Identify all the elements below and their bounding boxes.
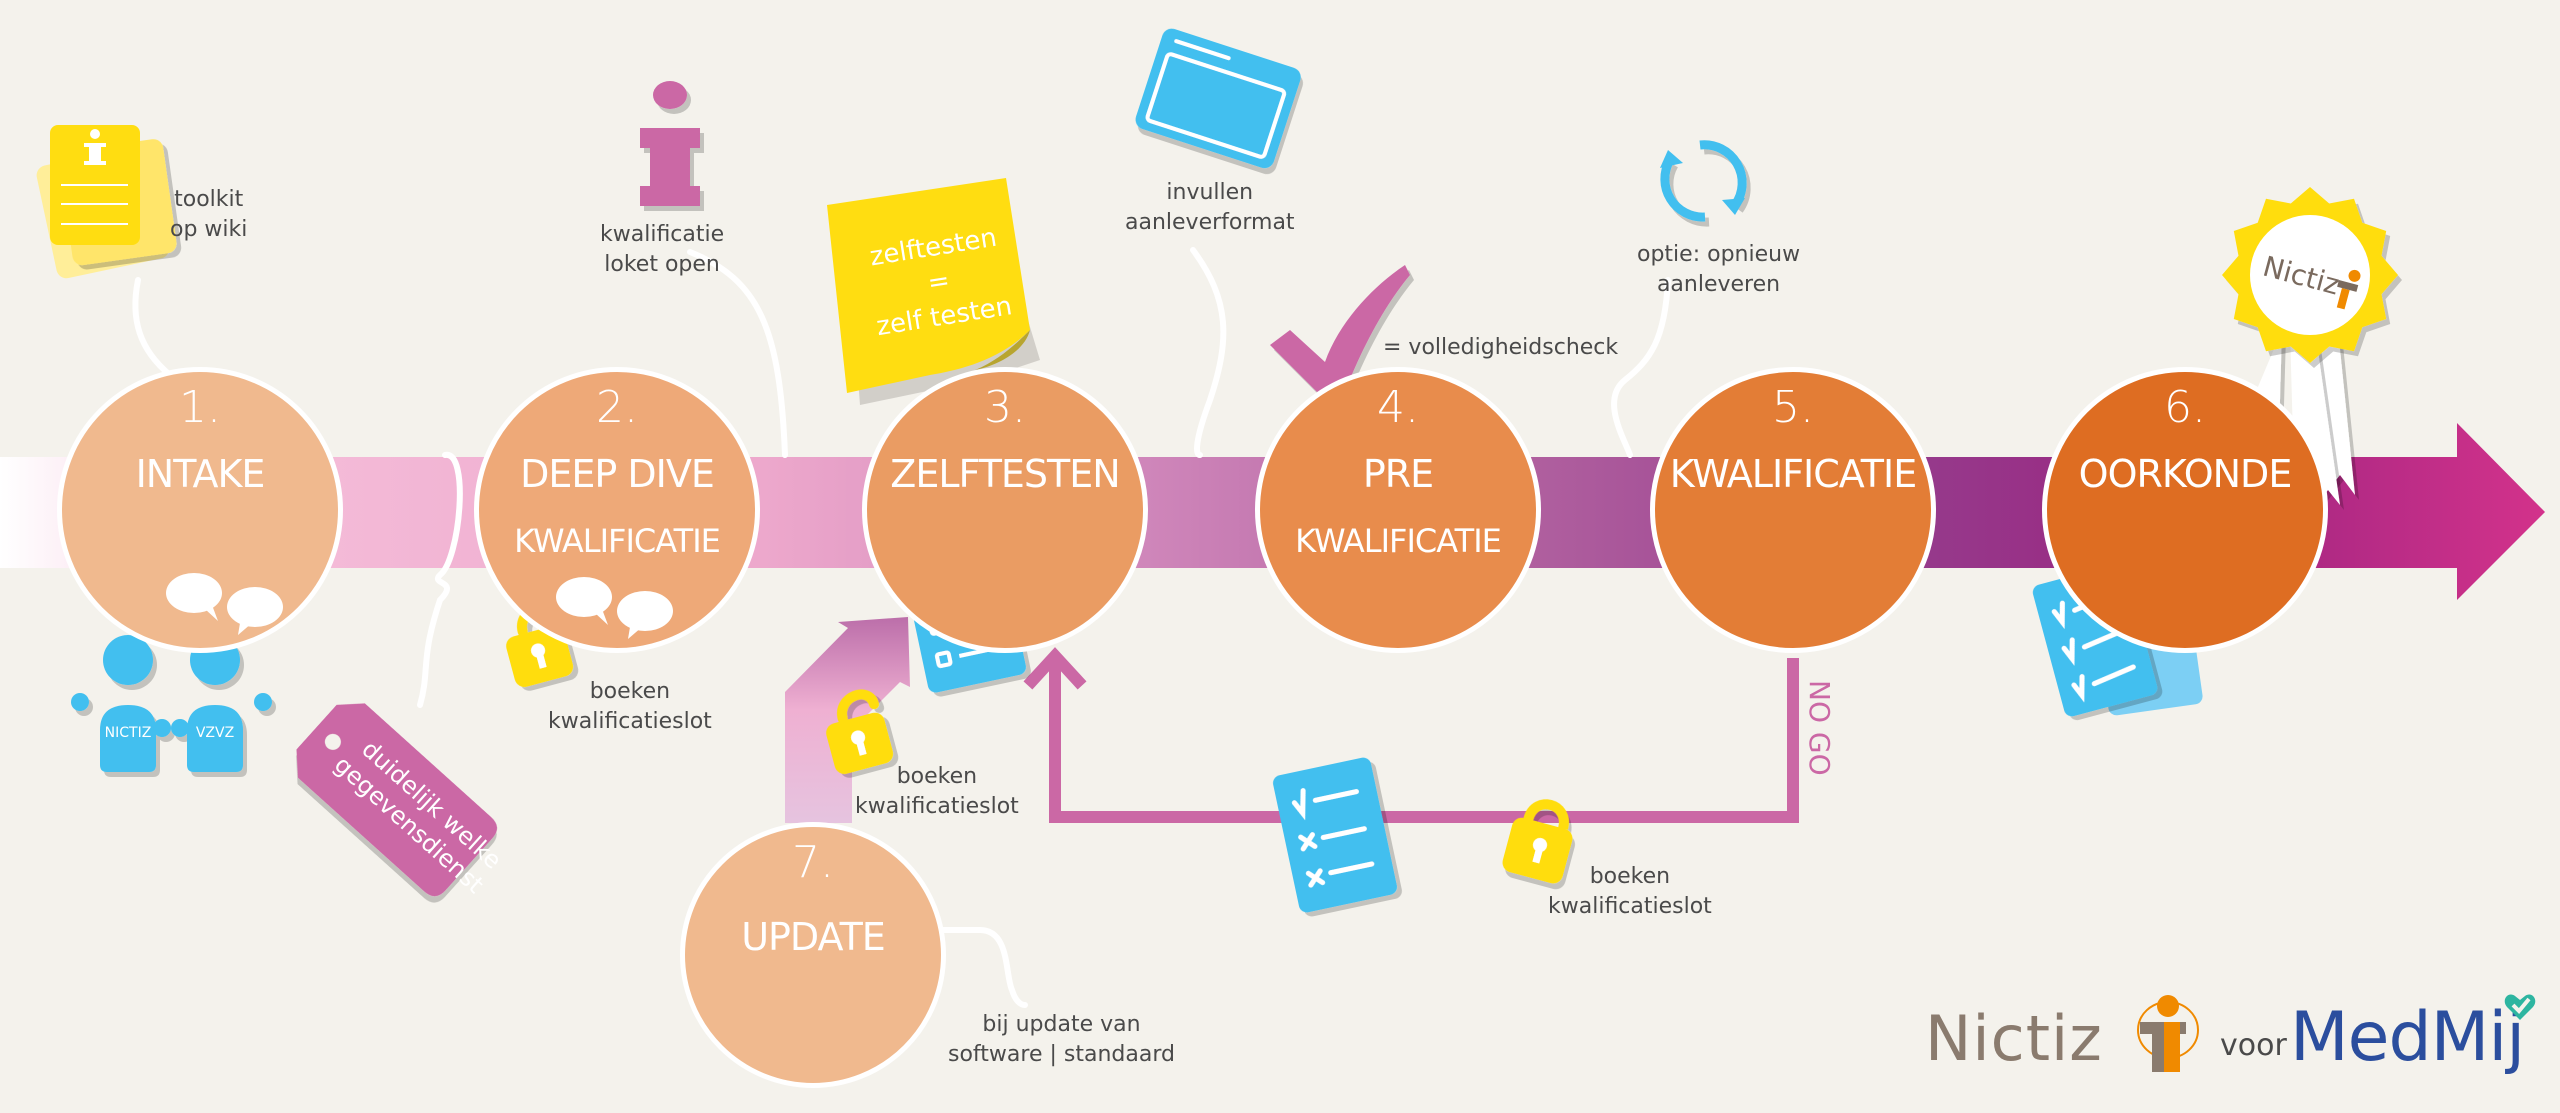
step-7-update: 7. UPDATE bbox=[680, 822, 946, 1088]
form-window-icon bbox=[1135, 28, 1301, 169]
label-line: aanleverformat bbox=[1125, 210, 1295, 235]
medmij-wordmark: MedMij bbox=[2290, 998, 2525, 1077]
step-1-intake: 1. INTAKE bbox=[57, 367, 343, 653]
chat-bubbles-icon bbox=[166, 573, 283, 635]
connector-lines bbox=[132, 247, 1671, 1008]
step-2-deep-dive: 2. DEEP DIVE KWALIFICATIE bbox=[474, 367, 760, 653]
label-line: kwalificatieslot bbox=[548, 709, 712, 734]
step-3-zelftesten: 3. ZELFTESTEN bbox=[862, 367, 1148, 653]
step-5-kwalificatie: 5. KWALIFICATIE bbox=[1650, 367, 1936, 653]
sticky-note bbox=[827, 178, 1040, 405]
step-number: 2. bbox=[596, 382, 638, 433]
footer-logo: Nictiz voor MedMij bbox=[1925, 990, 2545, 1090]
checklist-icon-loop bbox=[1273, 757, 1397, 913]
label-line: optie: opnieuw bbox=[1637, 242, 1801, 267]
nictiz-logo-icon bbox=[2137, 995, 2199, 1072]
label-line: kwalificatieslot bbox=[855, 794, 1019, 819]
label-line: boeken bbox=[1589, 864, 1671, 889]
label-line: bij update van bbox=[982, 1012, 1141, 1037]
sticky-text: = bbox=[926, 266, 952, 299]
info-icon bbox=[640, 81, 700, 206]
lock-icon-loop bbox=[1502, 799, 1573, 884]
person-label-nictiz: NICTIZ bbox=[104, 725, 152, 741]
chat-bubbles-icon bbox=[556, 577, 673, 639]
no-go-label: NO GO bbox=[1803, 680, 1836, 776]
toolkit-label: toolkit op wiki bbox=[170, 185, 247, 245]
label-line: kwalificatieslot bbox=[1548, 894, 1712, 919]
label-line: invullen bbox=[1166, 180, 1254, 205]
step-number: 7. bbox=[792, 837, 834, 888]
label-line: kwalificatie bbox=[600, 222, 725, 247]
label-line: op wiki bbox=[170, 217, 248, 242]
people-icon bbox=[71, 635, 272, 772]
boeken-label-step3: boeken kwalificatieslot bbox=[855, 762, 1019, 822]
label-line: aanleveren bbox=[1656, 272, 1781, 297]
toolkit-icon bbox=[36, 125, 177, 279]
nictiz-wordmark: Nictiz bbox=[1925, 1002, 2103, 1075]
step-4-pre-kwalificatie: 4. PRE KWALIFICATIE bbox=[1255, 367, 1541, 653]
step-title: UPDATE bbox=[741, 915, 886, 959]
step-subtitle: KWALIFICATIE bbox=[514, 522, 721, 560]
step-title: INTAKE bbox=[135, 452, 266, 496]
step-number: 4. bbox=[1377, 382, 1419, 433]
step-title: PRE bbox=[1362, 452, 1434, 496]
award-badge: Nictiz bbox=[2222, 187, 2398, 510]
volledigheidscheck-label: = volledigheidscheck bbox=[1383, 335, 1619, 360]
label-line: boeken bbox=[896, 764, 978, 789]
medmij-heart-check-icon bbox=[2504, 994, 2536, 1020]
step-number: 3. bbox=[984, 382, 1026, 433]
boeken-label-loop: boeken kwalificatieslot bbox=[1548, 862, 1712, 922]
opnieuw-label: optie: opnieuw aanleveren bbox=[1637, 240, 1800, 300]
step-title: KWALIFICATIE bbox=[1669, 452, 1918, 496]
checkmark-icon bbox=[1270, 265, 1410, 405]
update-note-label: bij update van software | standaard bbox=[948, 1010, 1175, 1070]
tag-label bbox=[296, 703, 498, 897]
step-number: 6. bbox=[2164, 382, 2206, 433]
step-title: ZELFTESTEN bbox=[890, 452, 1120, 496]
loket-label: kwalificatie loket open bbox=[600, 220, 724, 280]
person-label-vzvz: VZVZ bbox=[195, 725, 235, 741]
label-line: loket open bbox=[604, 252, 720, 277]
step-subtitle: KWALIFICATIE bbox=[1295, 522, 1502, 560]
refresh-icon bbox=[1660, 140, 1747, 222]
aanleverformat-label: invullen aanleverformat bbox=[1125, 178, 1295, 238]
label-line: software | standaard bbox=[948, 1042, 1175, 1067]
label-line: boeken bbox=[589, 679, 671, 704]
step-title: DEEP DIVE bbox=[520, 452, 715, 496]
step-number: 5. bbox=[1772, 382, 1814, 433]
no-go-loop bbox=[1023, 647, 1799, 823]
label-line: toolkit bbox=[174, 187, 244, 212]
boeken-label-step2: boeken kwalificatieslot bbox=[548, 677, 712, 737]
step-title: OORKONDE bbox=[2078, 452, 2293, 496]
step-6-oorkonde: 6. OORKONDE bbox=[2042, 367, 2328, 653]
voor-label: voor bbox=[2220, 1028, 2287, 1063]
step-number: 1. bbox=[179, 382, 221, 433]
lock-icon-step3 bbox=[826, 689, 894, 774]
